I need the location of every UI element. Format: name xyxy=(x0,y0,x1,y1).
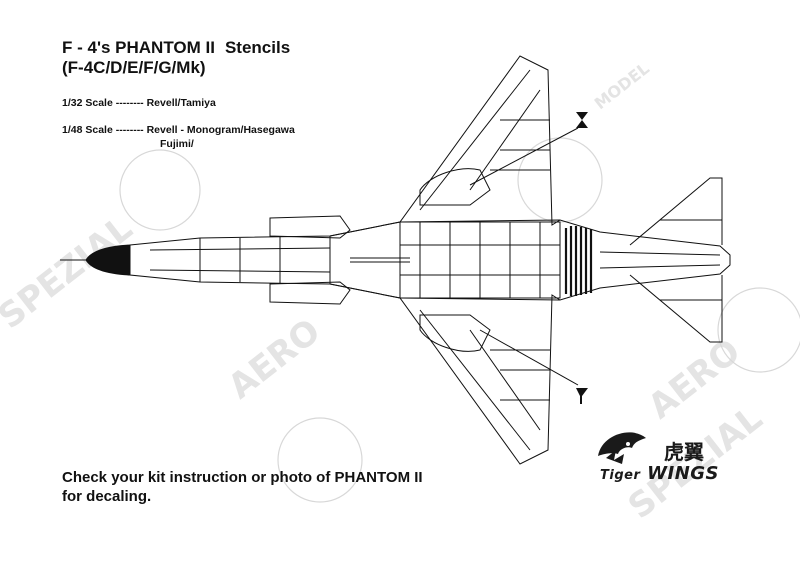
watermark-text-2: AERO xyxy=(221,311,328,407)
sheet-title: F - 4's PHANTOM II Stencils (F-4C/D/E/F/G… xyxy=(62,38,290,78)
scale-1-48-continued: Fujimi/ xyxy=(160,138,194,150)
title-main: F - 4's PHANTOM II xyxy=(62,38,215,57)
logo-cjk-text: 虎翼 xyxy=(664,440,704,464)
title-variants: (F-4C/D/E/F/G/Mk) xyxy=(62,58,206,77)
phantom-top-view xyxy=(60,55,731,465)
logo-tiger-text: Tiger xyxy=(600,468,641,483)
tiger-wings-logo xyxy=(598,432,646,464)
scale-1-48: 1/48 Scale -------- Revell - Monogram/Ha… xyxy=(62,124,295,136)
watermark-text-3: MODEL xyxy=(591,59,653,113)
tiger-head-icon xyxy=(598,432,646,464)
logo-wings-text: WINGS xyxy=(647,463,719,484)
scale-1-32: 1/32 Scale -------- Revell/Tamiya xyxy=(62,97,216,109)
footer-line-2: for decaling. xyxy=(62,488,152,505)
callout-markers xyxy=(576,112,588,404)
logo-wordmark: Tiger WINGS xyxy=(600,463,719,484)
title-sub: Stencils xyxy=(224,38,291,57)
footer-instruction: Check your kit instruction or photo of P… xyxy=(62,468,423,506)
callout-marker-top xyxy=(576,112,588,128)
callout-marker-bottom xyxy=(576,388,588,404)
footer-line-1: Check your kit instruction or photo of P… xyxy=(62,469,423,486)
exhaust-area xyxy=(564,226,593,296)
